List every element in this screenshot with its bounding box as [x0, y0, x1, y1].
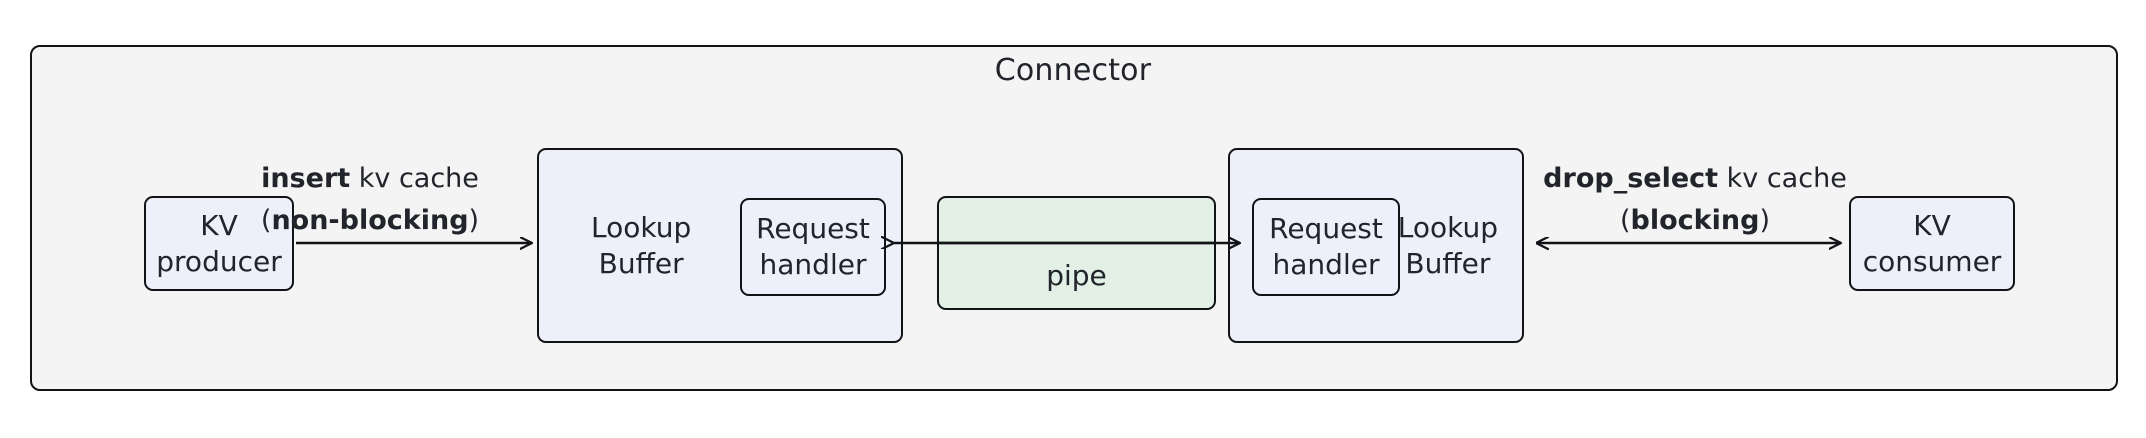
edge-label-drop-bold: drop_select: [1543, 163, 1719, 194]
node-request-handler-right[interactable]: Request handler: [1252, 198, 1400, 296]
edge-label-insert: insert kv cache (non-blocking): [222, 158, 518, 242]
edge-label-insert-suffix: ): [468, 204, 480, 236]
edge-label-insert-line2: (non-blocking): [222, 200, 518, 242]
node-kv-producer[interactable]: KV producer: [144, 196, 294, 291]
request-handler-left-line1: Request: [756, 212, 870, 246]
request-handler-right-line2: handler: [1272, 248, 1380, 281]
lookup-buffer-right-label: Lookup Buffer: [1398, 210, 1498, 282]
node-pipe[interactable]: pipe: [937, 196, 1216, 310]
lookup-buffer-left-line2: Buffer: [598, 246, 684, 280]
lookup-buffer-left-line1: Lookup: [591, 210, 692, 244]
lookup-buffer-left-label: Lookup Buffer: [591, 210, 691, 282]
edge-label-insert-prefix: (: [260, 204, 272, 236]
request-handler-left-line2: handler: [759, 248, 867, 281]
edge-label-insert-bold: insert: [261, 163, 351, 194]
edge-label-drop-rest: kv cache: [1718, 163, 1847, 194]
lookup-buffer-right-line2: Buffer: [1405, 246, 1491, 280]
edge-label-insert-rest: kv cache: [350, 163, 479, 194]
lookup-buffer-right-line1: Lookup: [1397, 210, 1498, 244]
node-lookup-buffer-left[interactable]: Lookup Buffer Request handler: [537, 148, 903, 343]
edge-label-drop-line2: (blocking): [1535, 200, 1855, 242]
kv-producer-line2: producer: [156, 244, 282, 278]
kv-consumer-line1: KV: [1913, 208, 1951, 242]
edge-label-insert-line1: insert kv cache: [222, 158, 518, 200]
edge-label-insert-bold2: non-blocking: [271, 204, 469, 236]
node-lookup-buffer-right[interactable]: Request handler Lookup Buffer: [1228, 148, 1524, 343]
node-request-handler-left[interactable]: Request handler: [740, 198, 886, 296]
kv-producer-line1: KV: [200, 208, 238, 242]
node-kv-consumer[interactable]: KV consumer: [1849, 196, 2015, 291]
edge-label-drop-suffix: ): [1759, 204, 1770, 236]
edge-label-drop-bold2: blocking: [1630, 204, 1760, 236]
pipe-label: pipe: [1046, 259, 1107, 293]
kv-consumer-line2: consumer: [1862, 244, 2002, 278]
edge-label-drop-line1: drop_select kv cache: [1535, 158, 1855, 200]
connector-title: Connector: [994, 53, 1152, 88]
request-handler-right-line1: Request: [1269, 212, 1383, 246]
edge-label-drop-prefix: (: [1620, 204, 1631, 236]
edge-label-drop-select: drop_select kv cache (blocking): [1535, 158, 1855, 242]
